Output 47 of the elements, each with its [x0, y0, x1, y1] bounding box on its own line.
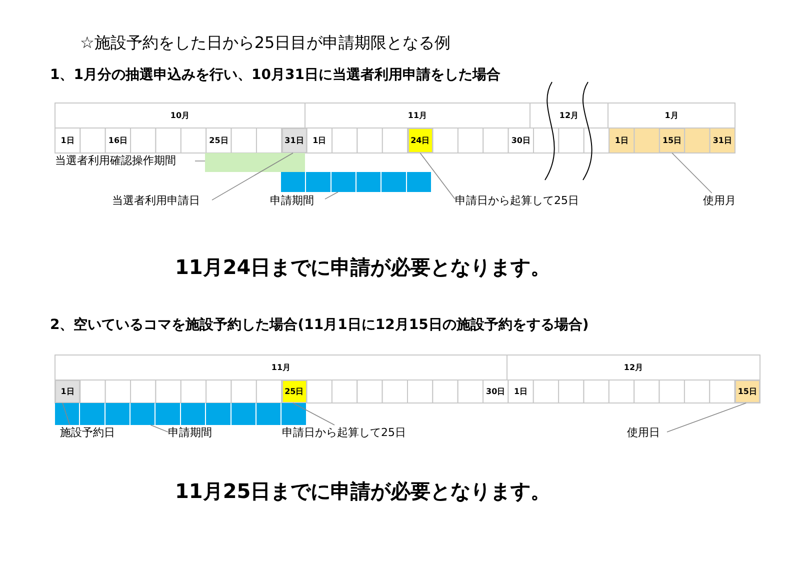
day-label: 31日: [712, 135, 733, 147]
day-label: 1日: [614, 135, 630, 147]
day-cell: 1日: [55, 380, 80, 403]
title: ☆施設予約をした日から25日目が申請期限となる例: [80, 33, 451, 54]
subheading: 1、1月分の抽選申込みを行い、10月31日に当選者利用申請をした場合: [50, 66, 500, 84]
callout-text: 申請日から起算して25日: [455, 193, 580, 209]
leader-line: [62, 402, 70, 426]
leader-line: [324, 192, 338, 200]
period-bar: [205, 153, 305, 172]
callout-text: 申請期間: [270, 193, 325, 209]
callout-text: 申請日から起算して25日: [282, 425, 407, 441]
day-label: 25日: [208, 135, 230, 147]
callout-text: 当選者利用確認操作期間: [55, 153, 195, 169]
callout-text: 使用日: [627, 425, 667, 441]
leader-line: [672, 152, 712, 194]
leader-line: [194, 160, 206, 162]
day-label: 30日: [510, 135, 532, 147]
day-cell: 15日: [734, 380, 760, 403]
period-bar: [281, 172, 431, 192]
leader-line: [666, 402, 747, 432]
day-label: 1日: [60, 135, 76, 147]
leader-line: [150, 424, 168, 432]
month-label: 11月: [406, 110, 428, 122]
notice-text: 11月24日までに申請が必要となります。: [175, 254, 551, 281]
day-cell: 25日: [282, 380, 307, 403]
month-label: 11月: [270, 362, 292, 374]
period-bar: [55, 403, 307, 425]
leader-line: [292, 402, 335, 426]
day-label: 16日: [107, 135, 129, 147]
month-label: 12月: [622, 362, 644, 374]
day-cell: 15日: [659, 128, 685, 153]
month-label: 12月: [558, 110, 580, 122]
month-label: 1月: [664, 110, 680, 122]
day-cell: 24日: [408, 128, 433, 153]
notice-text: 11月25日までに申請が必要となります。: [175, 478, 551, 505]
leader-line: [420, 152, 456, 200]
day-label: 30日: [485, 386, 506, 398]
day-cell: 31日: [282, 128, 307, 153]
subheading: 2、空いているコマを施設予約した場合(11月1日に12月15日の施設予約をする場合): [50, 316, 589, 334]
leader-line: [212, 152, 294, 200]
day-label: 1日: [312, 135, 328, 147]
month-label: 10月: [169, 110, 191, 122]
callout-text: 当選者利用申請日: [112, 193, 212, 209]
callout-text: 申請期間: [168, 425, 220, 441]
callout-text: 施設予約日: [60, 425, 125, 441]
day-label: 1日: [513, 386, 529, 398]
callout-text: 使用月: [703, 193, 743, 209]
